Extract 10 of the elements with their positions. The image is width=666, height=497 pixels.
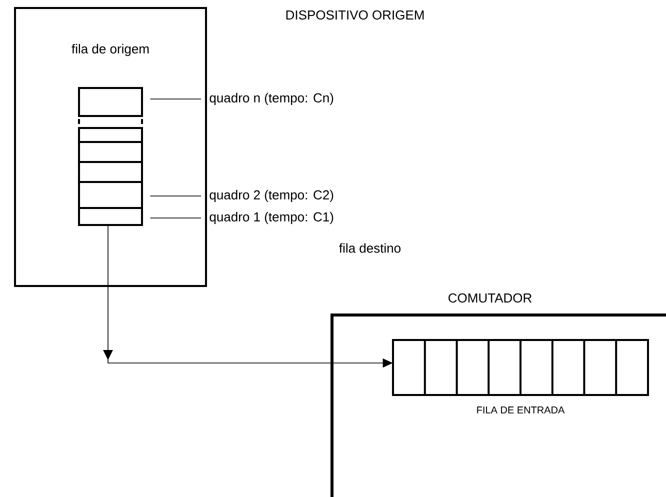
frame-label: quadro n (tempo: Cn) [210,92,334,106]
node-label: FILA DE ENTRADA [477,406,565,414]
queue-drawing [78,87,143,226]
note-label: fila destino [339,243,400,253]
frame-label: quadro 2 (tempo: C2) [210,190,334,202]
input-queue: FILA DE ENTRADA [392,339,649,414]
frame-label: quadro 1 (tempo: C1) [210,212,334,224]
leader-line [150,98,202,100]
note-label: DISPOSITIVO ORIGEM [286,10,424,20]
device-box: fila de origem [14,7,207,287]
